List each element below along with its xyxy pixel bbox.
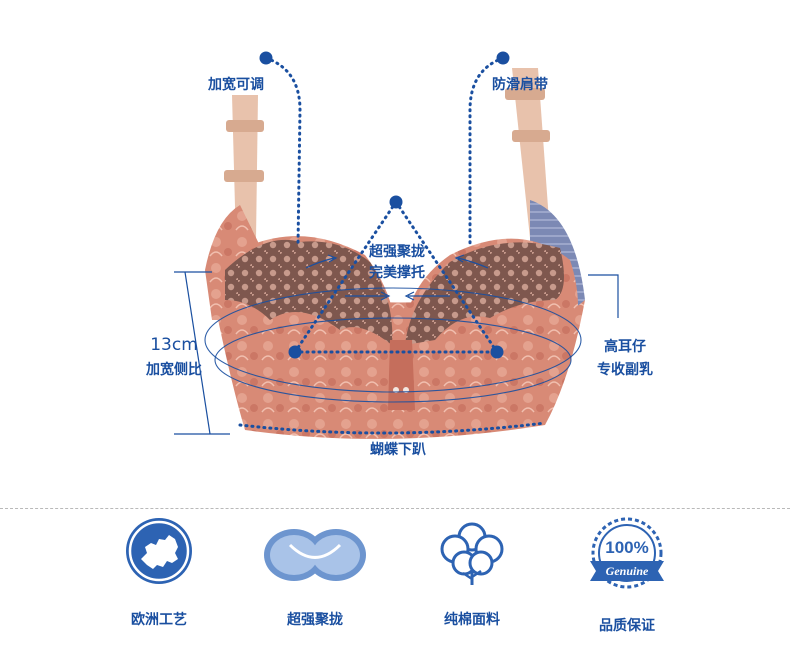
bra-illustration: [174, 51, 619, 439]
feature-cotton: 纯棉面料: [397, 515, 547, 635]
feature-label: 纯棉面料: [444, 612, 500, 628]
section-divider: [0, 508, 790, 509]
push-up-triangle: [293, 200, 499, 354]
feature-european-craft: 欧洲工艺: [84, 515, 234, 635]
feature-push-up: 超强聚拢: [240, 515, 390, 635]
side-width-label: 加宽侧比: [146, 362, 202, 378]
high-side-label-1: 高耳仔: [604, 339, 646, 355]
push-up-label-1: 超强聚拢: [369, 244, 425, 260]
strap-adjust-label: 加宽可调: [208, 77, 264, 93]
feature-label: 超强聚拢: [287, 612, 343, 628]
right-strap: [505, 68, 550, 238]
push-up-label-2: 完美撑托: [369, 265, 425, 281]
side-width-bracket: [174, 271, 230, 435]
quality-seal-icon: 100% Genuine: [590, 517, 664, 589]
push-up-cups-icon: [264, 529, 366, 581]
strap-antislip-label: 防滑肩带: [492, 77, 548, 93]
side-width-value: 13cm: [150, 335, 198, 355]
feature-label: 品质保证: [599, 618, 655, 634]
high-side-label-2: 专收副乳: [597, 362, 653, 378]
cotton-icon: [440, 522, 504, 585]
underband-label: 蝴蝶下趴: [370, 442, 426, 458]
feature-label: 欧洲工艺: [131, 612, 187, 628]
feature-quality: 100% Genuine 品质保证: [552, 515, 702, 635]
seal-ribbon: Genuine: [606, 564, 649, 578]
seal-percent: 100%: [605, 538, 648, 557]
europe-map-icon: [126, 518, 192, 584]
